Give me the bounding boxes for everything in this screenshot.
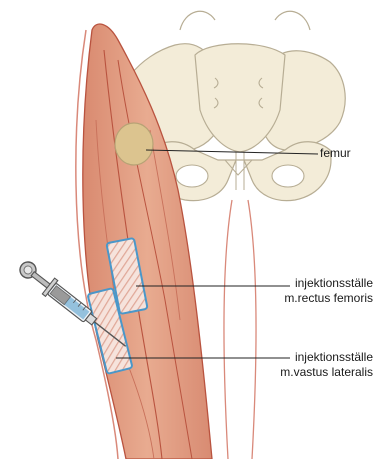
label-rectus-line2: m.rectus femoris (284, 291, 373, 306)
label-vastus-line2: m.vastus lateralis (280, 365, 373, 380)
inner-thigh-outline (224, 200, 256, 459)
label-vastus-lateralis: injektionsställe m.vastus lateralis (280, 350, 373, 380)
label-vastus-line1: injektionsställe (280, 350, 373, 365)
label-rectus-femoris: injektionsställe m.rectus femoris (284, 276, 373, 306)
label-femur: femur (320, 146, 351, 161)
femur-head (115, 123, 153, 165)
label-rectus-line1: injektionsställe (284, 276, 373, 291)
